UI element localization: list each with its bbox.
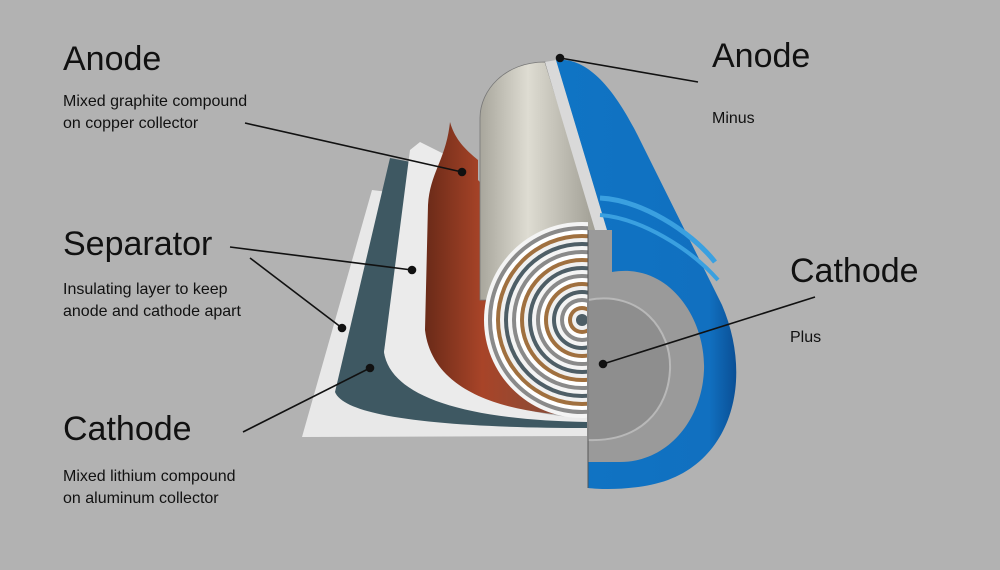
separator-desc-2: anode and cathode apart [63, 303, 241, 320]
cathode-left-desc-2: on aluminum collector [63, 490, 219, 507]
casing-highlight [599, 213, 720, 282]
anode-left-desc-1: Mixed graphite compound [63, 93, 248, 110]
cathode-left-title: Cathode [63, 410, 192, 448]
leader-lines [229, 53, 816, 433]
separator-desc-1: Insulating layer to keep [63, 281, 228, 298]
cathode-right-desc: Plus [790, 329, 822, 346]
anode-right-desc: Minus [712, 110, 755, 127]
cathode-left-desc-1: Mixed lithium compound [63, 468, 236, 485]
cathode-right-title: Cathode [790, 252, 919, 290]
outer-separator-sheet [302, 190, 588, 437]
anode-right-title: Anode [712, 37, 811, 75]
casing-highlight [599, 195, 717, 264]
spiral-ring [576, 314, 588, 326]
anode-left-desc-2: on copper collector [63, 115, 199, 132]
casing-edge [545, 60, 610, 240]
spiral-cross-section [484, 222, 588, 418]
separator-title: Separator [63, 225, 213, 263]
anode-left-title: Anode [63, 40, 162, 78]
terminal-cap-inner [587, 297, 672, 442]
cathode-sheet [335, 158, 588, 428]
